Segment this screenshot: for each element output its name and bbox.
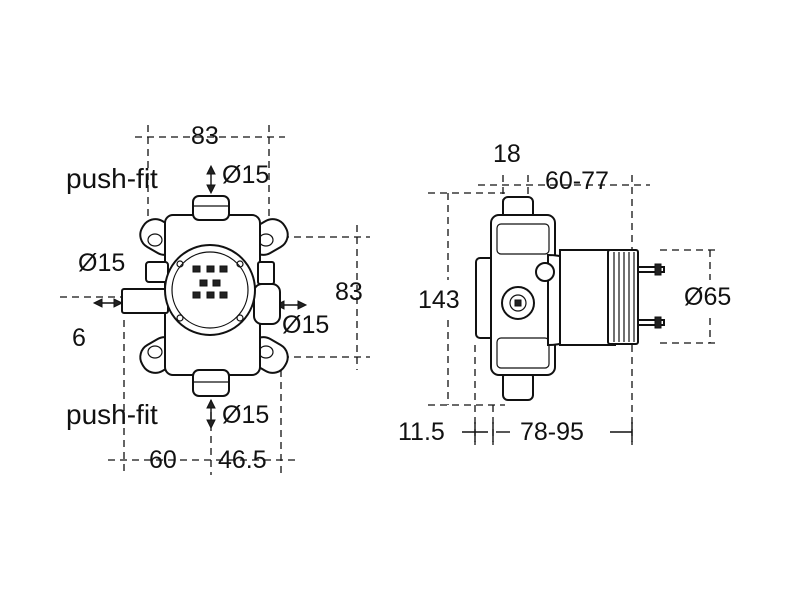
front-top-connection-type-label: push-fit <box>66 163 158 194</box>
front-right-height-label: 83 <box>335 278 363 306</box>
front-bottom-right-dim-label: 46.5 <box>218 446 267 474</box>
front-arrows <box>92 164 308 430</box>
side-dimension-ticks <box>462 422 633 442</box>
front-bottom-connection-dia-label: Ø15 <box>222 401 270 429</box>
front-view <box>60 125 370 475</box>
side-bottom-right-dim-label: 78-95 <box>520 418 584 446</box>
side-view <box>428 175 720 445</box>
front-bottom-left-dim-label: 60 <box>149 446 177 474</box>
front-right-connection-dia-label: Ø15 <box>282 311 330 339</box>
front-top-connection-dia-label: Ø15 <box>222 161 270 189</box>
front-bottom-connection-type-label: push-fit <box>66 399 158 430</box>
side-top-left-dim-label: 18 <box>493 140 521 168</box>
front-left-offset-label: 6 <box>72 324 86 352</box>
front-left-connection-dia-label: Ø15 <box>78 249 126 277</box>
side-dimension-lines <box>428 175 720 445</box>
side-bottom-left-dim-label: 11.5 <box>398 418 445 446</box>
front-top-width-label: 83 <box>191 122 219 150</box>
side-valve-body <box>475 196 665 401</box>
side-top-right-dim-label: 60-77 <box>545 167 609 195</box>
side-height-label: 143 <box>418 286 460 314</box>
front-valve-body <box>121 195 289 397</box>
side-right-dia-label: Ø65 <box>684 283 732 311</box>
